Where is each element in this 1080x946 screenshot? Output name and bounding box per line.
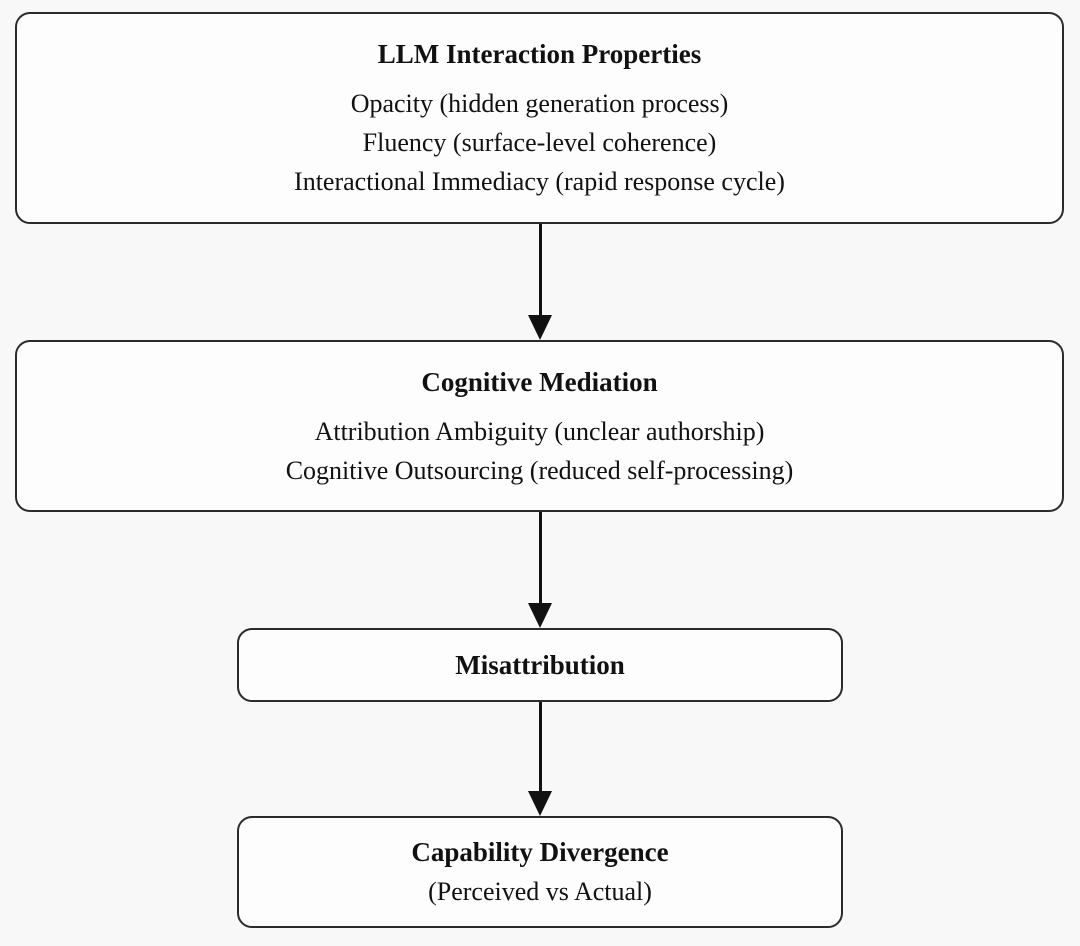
node-title: Misattribution [455,649,625,680]
arrow-head [528,791,552,816]
node-detail-line: Opacity (hidden generation process) [350,89,729,118]
node-detail-line: Fluency (surface-level coherence) [362,128,717,157]
arrow-stem [538,512,542,603]
arrow-head [528,603,552,628]
node-title: Capability Divergence [411,837,669,867]
node-misattribution: Misattribution [237,628,843,702]
node-cognitive-mediation: Cognitive Mediation Attribution Ambiguit… [15,340,1064,512]
down-arrow-icon [528,512,552,628]
node-title: LLM Interaction Properties [377,39,702,69]
node-detail-line: Cognitive Outsourcing (reduced self-proc… [285,455,794,485]
node-detail-line: Attribution Ambiguity (unclear authorshi… [314,416,765,446]
node-llm-interaction-properties: LLM Interaction Properties Opacity (hidd… [15,12,1064,224]
node-detail-line: Interactional Immediacy (rapid response … [294,167,785,196]
down-arrow-icon [528,702,552,816]
down-arrow-icon [528,224,552,340]
node-capability-divergence: Capability Divergence (Perceived vs Actu… [237,816,843,928]
arrow-head [528,315,552,340]
node-title: Cognitive Mediation [421,366,658,397]
node-detail-line: (Perceived vs Actual) [428,877,652,906]
arrow-stem [538,224,542,315]
arrow-stem [538,702,542,791]
